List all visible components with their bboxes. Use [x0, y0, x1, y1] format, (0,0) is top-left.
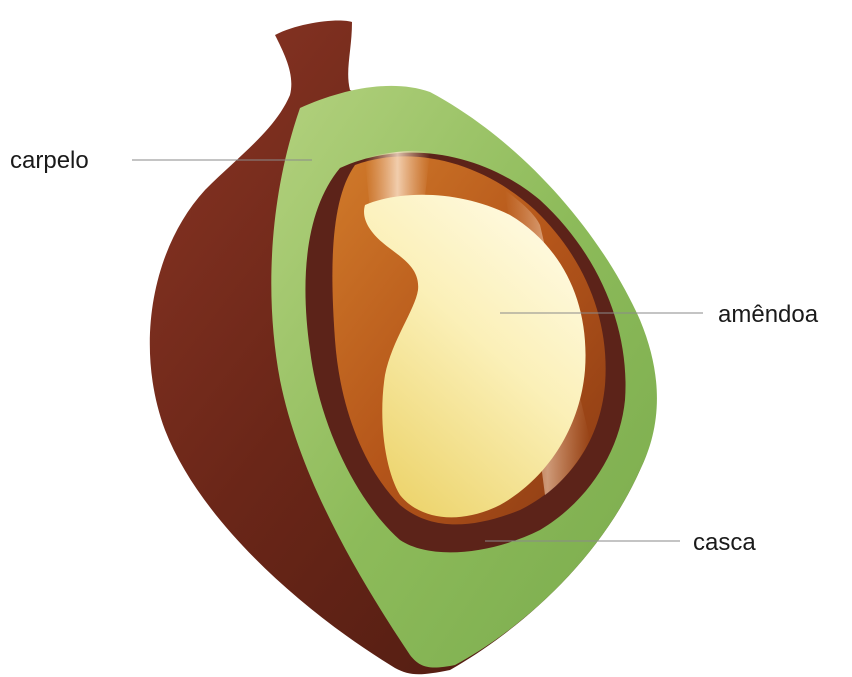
- casca-label: casca: [693, 529, 756, 556]
- carpelo-label: carpelo: [10, 147, 89, 174]
- amendoa-label: amêndoa: [718, 301, 819, 328]
